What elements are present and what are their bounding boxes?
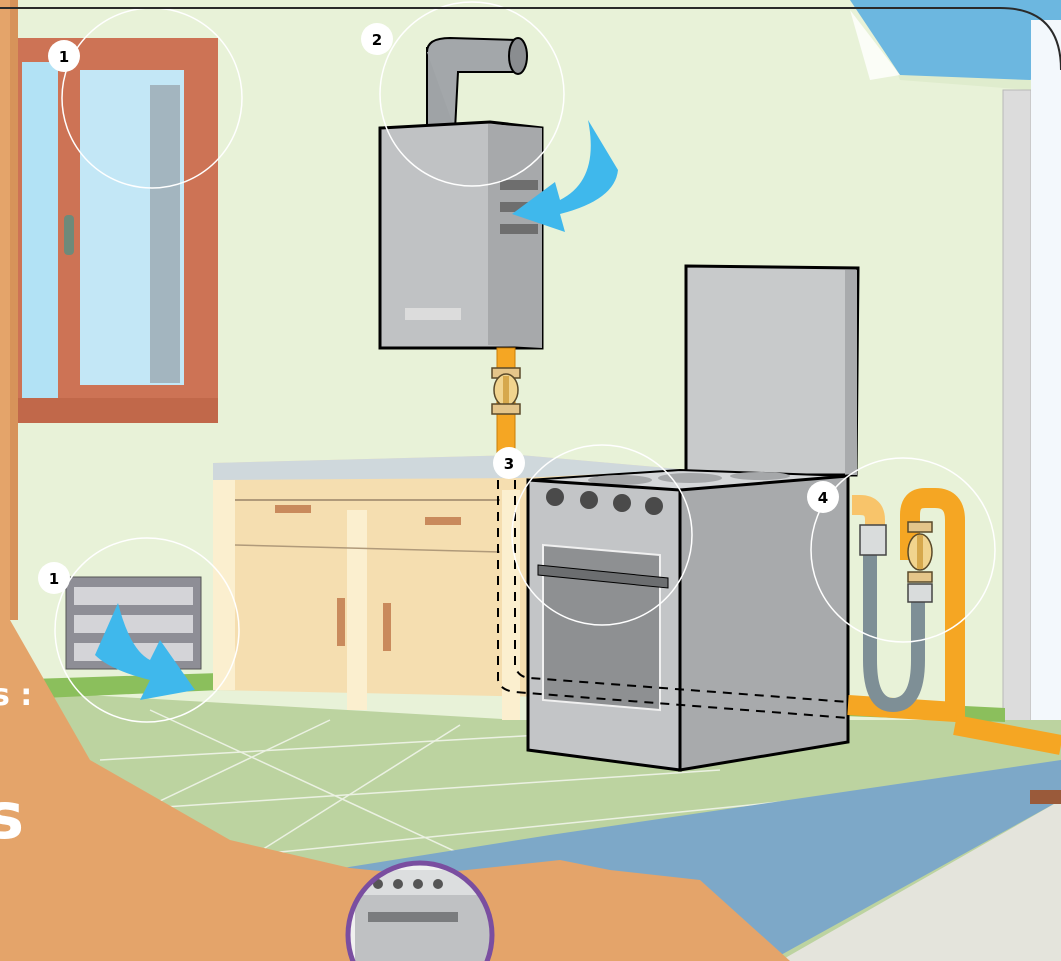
callout-badge-2-heater: 2 [361, 23, 393, 55]
callout-number: 1 [49, 570, 59, 588]
partial-heading-line2: s [0, 780, 24, 854]
floor-brown-edge [1030, 790, 1061, 804]
callout-number: 4 [818, 489, 828, 507]
callout-badge-3-stove: 3 [493, 447, 525, 479]
callout-badge-1-vent: 1 [38, 562, 70, 594]
callout-badge-4-hose: 4 [807, 481, 839, 513]
tan-panel-shade [10, 0, 18, 620]
door-frame [1003, 90, 1031, 730]
callout-number: 2 [372, 31, 382, 49]
partial-heading-line1: s : [0, 678, 32, 713]
heater-gas-valve [492, 368, 520, 414]
callout-number: 1 [59, 48, 69, 66]
callout-badge-1-window: 1 [48, 40, 80, 72]
window [10, 38, 218, 423]
callout-number: 3 [504, 455, 514, 473]
doorway [1031, 20, 1061, 730]
